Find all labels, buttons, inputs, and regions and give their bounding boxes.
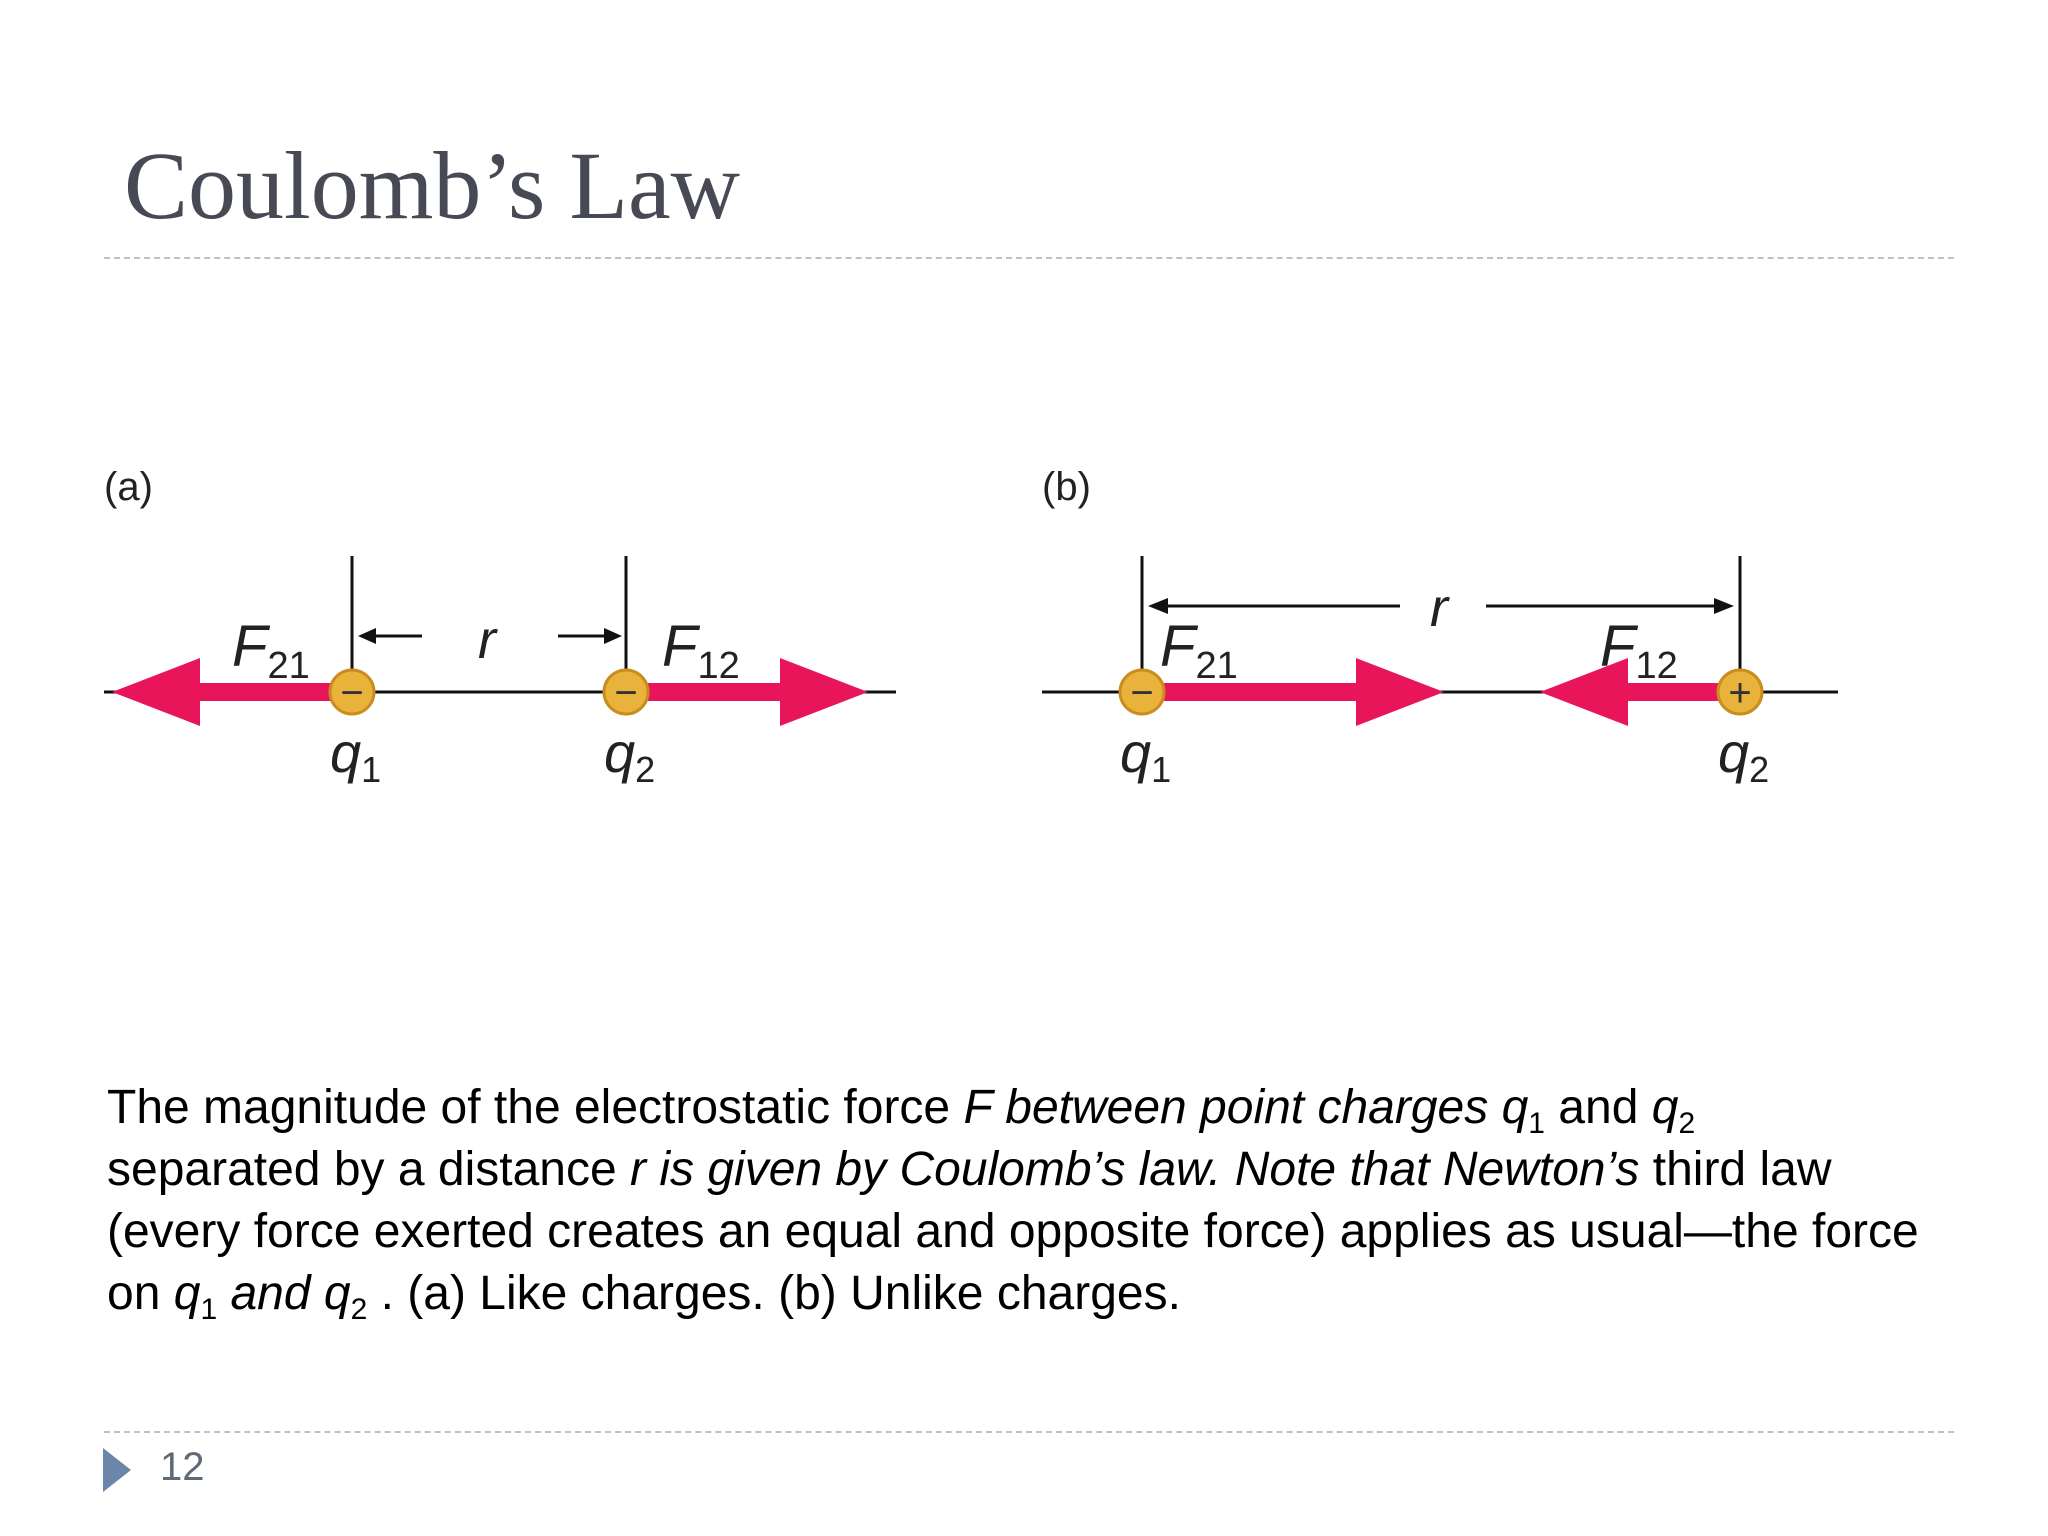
caption-text-italic: and q xyxy=(217,1267,351,1320)
title-divider xyxy=(104,257,1954,259)
caption-subscript: 2 xyxy=(350,1293,368,1326)
footer-divider xyxy=(104,1431,1954,1433)
panel-b-charge-q2-label: q2 xyxy=(1718,721,1769,790)
panel-a-r-arrowhead-right xyxy=(604,628,622,644)
panel-a-charge-q1-label: q1 xyxy=(330,721,381,790)
caption-text: The magnitude of the electrostatic force xyxy=(107,1081,964,1134)
panel-a: (a) r F21 F12 − − q1 q2 xyxy=(104,465,896,790)
panel-a-charge-q1-sign: − xyxy=(340,671,363,715)
caption-text: . (a) Like charges. (b) Unlike charges. xyxy=(367,1267,1181,1320)
panel-b-charge-q2 xyxy=(1716,668,1764,716)
caption-text-italic: q xyxy=(1651,1081,1679,1134)
coulomb-figure: (a) r F21 F12 − − q1 q2 (b) xyxy=(104,465,1838,790)
caption-text-italic: r is given by Coulomb’s law. Note that N… xyxy=(630,1143,1640,1196)
caption-subscript: 1 xyxy=(1528,1107,1545,1140)
panel-b-r-arrowhead-left xyxy=(1148,598,1168,614)
panel-b: (b) r F21 F12 − + q1 q2 xyxy=(1042,465,1838,790)
panel-a-distance-label: r xyxy=(478,610,498,670)
panel-b-charge-q1-label: q1 xyxy=(1120,721,1171,790)
panel-b-r-arrowhead-right xyxy=(1714,598,1734,614)
figure-caption: The magnitude of the electrostatic force… xyxy=(107,1077,1927,1325)
caption-subscript: 2 xyxy=(1678,1107,1696,1140)
panel-a-charge-q2 xyxy=(602,668,650,716)
panel-b-force-right-head xyxy=(1540,658,1628,726)
caption-text-italic: q xyxy=(173,1267,201,1320)
caption-subscript: 1 xyxy=(200,1293,218,1326)
caption-text-italic: F between point charges q xyxy=(963,1081,1529,1134)
triangle-bullet-icon xyxy=(103,1448,131,1492)
panel-b-distance-label: r xyxy=(1430,578,1450,638)
panel-b-force-left-label: F21 xyxy=(1160,614,1238,687)
panel-a-r-arrowhead-left xyxy=(358,628,376,644)
slide-title: Coulomb’s Law xyxy=(124,132,740,239)
panel-b-force-right-label: F12 xyxy=(1600,614,1678,687)
panel-a-force-left-head xyxy=(112,658,200,726)
panel-a-force-left-label: F21 xyxy=(232,614,310,687)
panel-a-charge-q2-sign: − xyxy=(614,671,637,715)
panel-b-charge-q1-sign: − xyxy=(1130,671,1153,715)
panel-b-label: (b) xyxy=(1042,465,1091,509)
caption-text: third law (every force exerted creates a… xyxy=(107,1143,1919,1320)
panel-b-charge-q1 xyxy=(1118,668,1166,716)
panel-a-label: (a) xyxy=(104,465,153,509)
caption-text: separated by a distance xyxy=(107,1143,631,1196)
panel-a-charge-q1 xyxy=(328,668,376,716)
panel-b-charge-q2-sign: + xyxy=(1728,671,1751,715)
panel-a-force-right-head xyxy=(780,658,868,726)
panel-a-charge-q2-label: q2 xyxy=(604,721,655,790)
panel-a-force-right-label: F12 xyxy=(662,614,740,687)
caption-text: and xyxy=(1544,1081,1652,1134)
page-number: 12 xyxy=(160,1445,205,1489)
panel-b-force-left-head xyxy=(1356,658,1444,726)
